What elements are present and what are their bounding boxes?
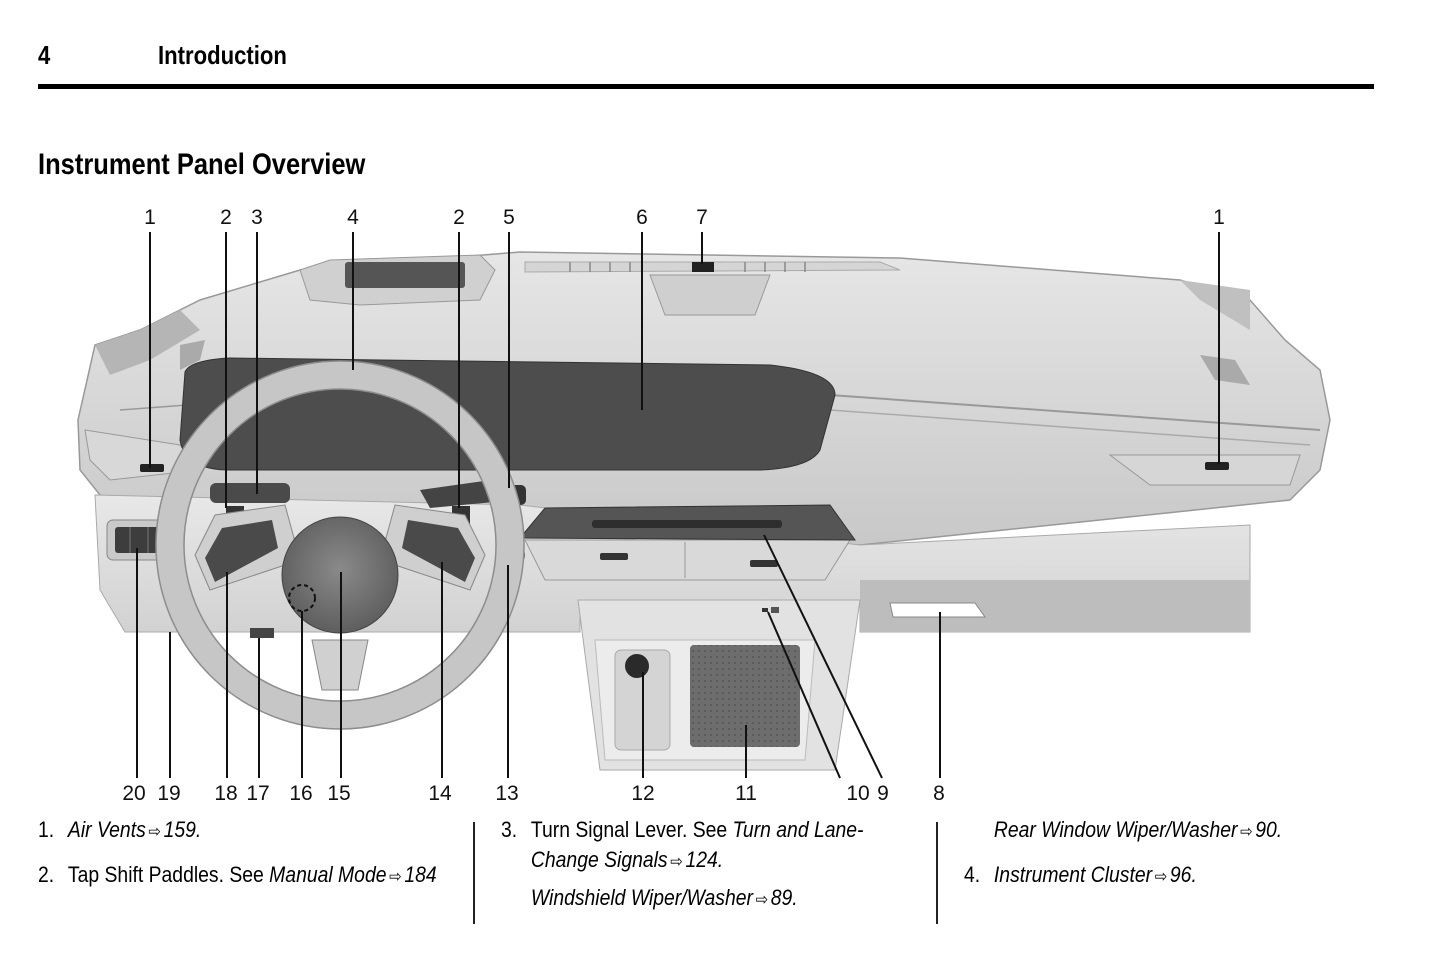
section-title: Instrument Panel Overview xyxy=(38,148,366,181)
callout-1b: 1 xyxy=(1213,206,1225,229)
callout-6: 6 xyxy=(636,206,648,229)
callout-17: 17 xyxy=(246,782,269,805)
caption-item-1: 1. Air Vents⇨159. xyxy=(38,815,437,847)
page-number: 4 xyxy=(38,40,51,70)
reference-arrow-icon: ⇨ xyxy=(389,867,402,886)
callout-19: 19 xyxy=(157,782,180,805)
bottom-callouts: 20 19 18 17 16 15 14 13 12 11 10 9 8 xyxy=(122,782,945,805)
callout-15: 15 xyxy=(327,782,350,805)
caption-item-3: 3. Turn Signal Lever. See Turn and Lane-… xyxy=(501,815,863,877)
caption-column-2: 3. Turn Signal Lever. See Turn and Lane-… xyxy=(501,815,863,925)
light-sensor xyxy=(692,262,714,272)
caption-link-turn-lane-change-cont[interactable]: Change Signals xyxy=(530,847,668,872)
turn-signal-lever xyxy=(210,483,290,503)
instrument-panel-illustration: 1 2 3 4 2 5 6 7 1 20 19 18 17 16 15 14 1… xyxy=(77,206,1331,805)
right-air-vent xyxy=(1108,454,1301,486)
caption-column-3: Rear Window Wiper/Washer⇨90. 4. Instrume… xyxy=(964,815,1282,905)
head-up-display xyxy=(345,262,465,288)
page-ref[interactable]: 89. xyxy=(770,885,798,910)
left-air-vent xyxy=(84,429,201,481)
page-ref[interactable]: 184 xyxy=(404,862,437,887)
reference-arrow-icon: ⇨ xyxy=(148,822,161,841)
header-rule xyxy=(38,84,1374,89)
callout-1: 1 xyxy=(144,206,156,229)
reference-arrow-icon: ⇨ xyxy=(1240,822,1253,841)
callout-7: 7 xyxy=(696,206,708,229)
page-ref[interactable]: 124. xyxy=(685,847,724,872)
bottom-leader-lines xyxy=(136,534,941,779)
left-steering-controls xyxy=(205,520,278,582)
callout-9: 9 xyxy=(877,782,889,805)
page-ref[interactable]: 96. xyxy=(1169,862,1197,887)
item-number: 1. xyxy=(38,817,55,842)
reference-arrow-icon: ⇨ xyxy=(755,890,769,909)
item-number: 3. xyxy=(501,817,518,842)
top-leader-lines xyxy=(149,232,1220,508)
center-air-vents xyxy=(524,539,851,581)
column-divider xyxy=(936,822,938,924)
center-console xyxy=(577,599,861,771)
wireless-charging-pad xyxy=(690,645,800,747)
caption-column-1: 1. Air Vents⇨159. 2. Tap Shift Paddles. … xyxy=(38,815,437,905)
caption-link-turn-lane-change[interactable]: Turn and Lane- xyxy=(732,817,864,842)
callout-2: 2 xyxy=(220,206,232,229)
caption-text: Turn Signal Lever. See xyxy=(530,817,733,842)
top-callouts: 1 2 3 4 2 5 6 7 1 xyxy=(144,206,1225,229)
reference-arrow-icon: ⇨ xyxy=(1154,867,1168,886)
caption-subitem-windshield: Windshield Wiper/Washer⇨89. xyxy=(531,883,864,915)
callout-18: 18 xyxy=(214,782,237,805)
callout-20: 20 xyxy=(122,782,145,805)
caption-link-manual-mode[interactable]: Manual Mode xyxy=(269,862,387,887)
caption-link-rear-wiper[interactable]: Rear Window Wiper/Washer xyxy=(993,817,1238,842)
caption-link-air-vents[interactable]: Air Vents xyxy=(67,817,146,842)
callout-8: 8 xyxy=(933,782,945,805)
column-divider xyxy=(473,822,475,924)
caption-link-windshield-wiper[interactable]: Windshield Wiper/Washer xyxy=(530,885,753,910)
callout-5: 5 xyxy=(503,206,515,229)
caption-subitem-rear-wiper: Rear Window Wiper/Washer⇨90. xyxy=(994,815,1282,847)
callout-14: 14 xyxy=(428,782,452,805)
chapter-title: Introduction xyxy=(158,40,287,70)
callout-3: 3 xyxy=(251,206,263,229)
callout-12: 12 xyxy=(631,782,654,805)
caption-item-4: 4. Instrument Cluster⇨96. xyxy=(964,860,1282,892)
caption-item-2: 2. Tap Shift Paddles. See Manual Mode⇨18… xyxy=(38,860,437,892)
caption-text: Tap Shift Paddles. See xyxy=(67,862,270,887)
page-ref[interactable]: 90. xyxy=(1255,817,1283,842)
page-ref[interactable]: 159. xyxy=(163,817,202,842)
steering-wheel-adjustment xyxy=(288,584,316,612)
callout-4: 4 xyxy=(347,206,359,229)
reference-arrow-icon: ⇨ xyxy=(670,852,683,871)
caption-link-instrument-cluster[interactable]: Instrument Cluster xyxy=(993,862,1153,887)
item-number: 2. xyxy=(38,862,55,887)
glove-box-handle xyxy=(889,602,986,618)
callout-11: 11 xyxy=(735,782,757,805)
callout-10: 10 xyxy=(846,782,869,805)
item-number: 4. xyxy=(964,862,981,887)
engine-start-button xyxy=(625,654,649,678)
callout-2b: 2 xyxy=(453,206,465,229)
callout-16: 16 xyxy=(289,782,312,805)
right-steering-controls xyxy=(402,520,475,582)
callout-13: 13 xyxy=(495,782,518,805)
